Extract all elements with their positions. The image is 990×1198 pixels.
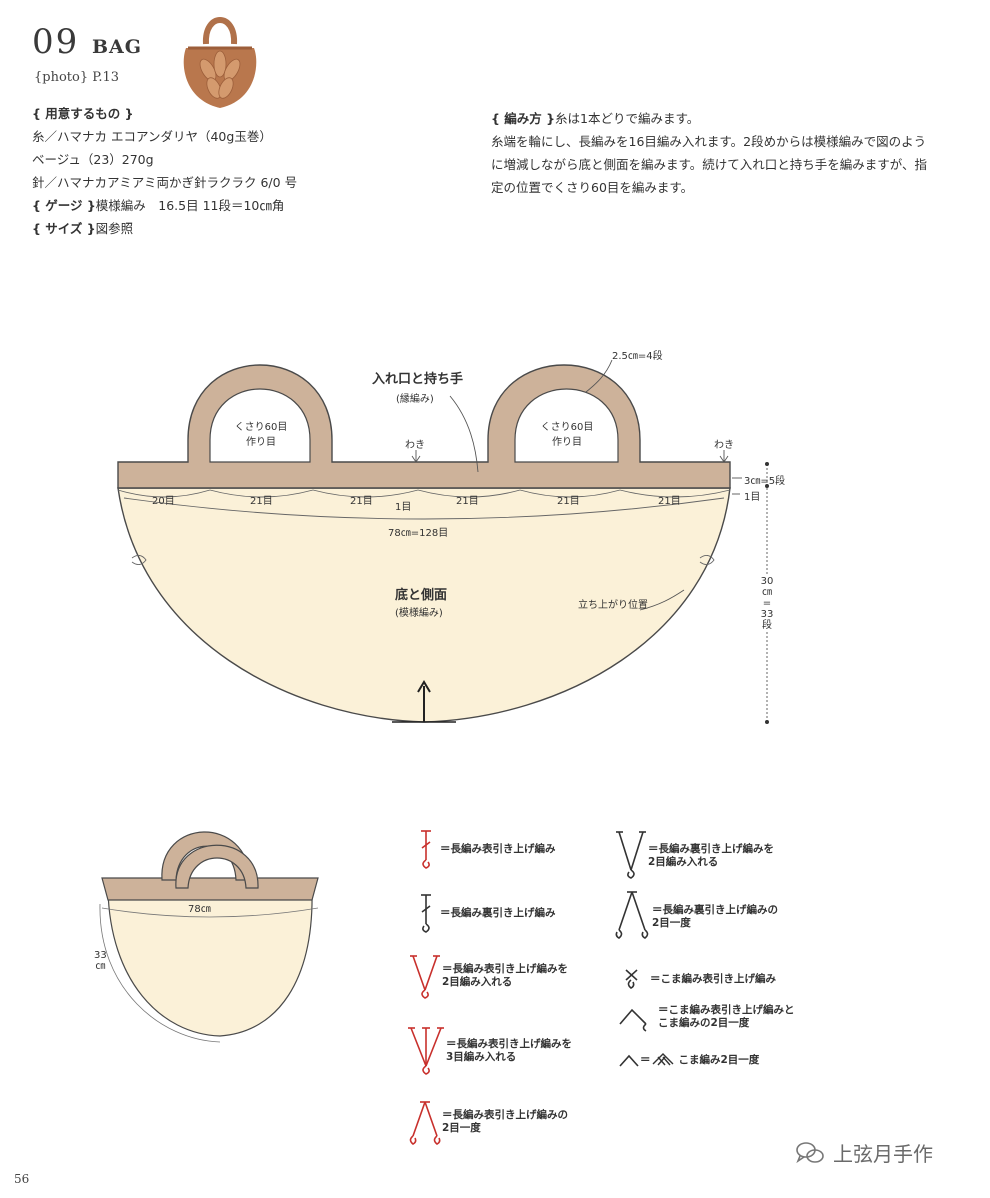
materials-block: { 用意するもの } 糸／ハマナカ エコアンダリヤ（40g玉巻） ベージュ（23… [32, 102, 297, 240]
instructions-block: { 編み方 }糸は1本どりで編みます。 糸端を輪にし、長編みを16目編み入れます… [491, 107, 931, 199]
materials-heading: { 用意するもの } [32, 106, 134, 121]
side-label-1: わき [405, 440, 425, 451]
fp-dc-2-together-icon [409, 1101, 441, 1145]
sc-decrease-alt-icon [652, 1053, 673, 1066]
bag-photo [183, 17, 257, 108]
bp-double-crochet-icon [421, 894, 431, 933]
side-label-2: わき [714, 440, 734, 451]
symbol-row-10: ＝ こま編み2目一度 [618, 1050, 759, 1070]
page-number: 56 [14, 1172, 30, 1186]
handle-title: 入れ口と持ち手 [372, 372, 464, 387]
bp-dc-2-together-icon [615, 891, 649, 939]
segment-label-4: 21目 [456, 496, 479, 507]
chain-label-right: くさり60目作り目 [540, 422, 594, 448]
instructions-body: 糸端を輪にし、長編みを16目編み入れます。2段めからは模様編みで図のように増減し… [491, 134, 928, 195]
size-value: 図参照 [95, 221, 134, 236]
symbol-row-9: ＝こま編み表引き上げ編みとこま編みの2目一度 [616, 1002, 795, 1032]
sc-decrease-icon [619, 1054, 639, 1067]
segment-marks [117, 489, 731, 520]
pattern-number: 09 [32, 22, 80, 62]
segment-label-5: 21目 [557, 496, 580, 507]
body-subtitle: (模様編み) [395, 608, 443, 619]
fp-dc-2-in-same-icon [410, 955, 440, 999]
side-loop-right [699, 555, 715, 565]
size-line: { サイズ }図参照 [32, 217, 297, 240]
handle-hole-right [514, 388, 619, 463]
finished-bag-illustration [99, 831, 319, 1043]
total-width-label: 78㎝=128目 [388, 528, 449, 539]
segment-label-3: 21目 [350, 496, 373, 507]
segment-label-6: 21目 [658, 496, 681, 507]
watermark-text: 上弦月手作 [833, 1142, 933, 1166]
fp-double-crochet-icon [421, 830, 431, 869]
symbol-row-1: ＝長編み表引き上げ編み [412, 828, 556, 870]
fp-dc-3-in-same-icon [408, 1027, 444, 1075]
gauge-value: 模様編み 16.5目 11段＝10㎝角 [95, 198, 285, 213]
one-row-label-center: 1目 [395, 502, 412, 513]
rim-height-label: 3㎝=5段 [744, 476, 786, 487]
symbol-row-8: ＝こま編み表引き上げ編み [620, 966, 776, 992]
symbol-text-9: ＝こま編み表引き上げ編みとこま編みの2目一度 [658, 1004, 795, 1029]
symbol-text-8: ＝こま編み表引き上げ編み [650, 972, 776, 985]
gauge-label: { ゲージ } [32, 198, 96, 213]
handle-subtitle: (縁編み) [396, 394, 434, 405]
handle-width-label: 2.5㎝=4段 [612, 351, 663, 362]
symbol-text-10: ＝ [640, 1053, 651, 1066]
symbol-text-2: ＝長編み裏引き上げ編み [440, 906, 556, 919]
bag-diagram [117, 359, 769, 724]
fp-single-crochet-icon [625, 969, 638, 989]
photo-reference: {photo} P.13 [34, 70, 120, 85]
chain-label-left: くさり60目作り目 [234, 422, 288, 448]
instructions-line-1: 糸は1本どりで編みます。 [555, 111, 700, 126]
needle-line: 針／ハマナカアミアミ両かぎ針ラクラク 6/0 号 [32, 175, 298, 190]
yarn-line-2: ベージュ（23）270g [32, 152, 154, 167]
symbol-text-1: ＝長編み表引き上げ編み [440, 842, 556, 855]
fp-sc-and-sc-decrease-icon [619, 1008, 647, 1032]
segment-label-2: 21目 [250, 496, 273, 507]
start-position-label: 立ち上がり位置 [578, 600, 648, 611]
one-row-label-right: 1目 [744, 492, 761, 503]
symbol-text-10b: こま編み2目一度 [678, 1053, 760, 1066]
symbol-row-2: ＝長編み裏引き上げ編み [412, 892, 556, 934]
gauge-line: { ゲージ }模様編み 16.5目 11段＝10㎝角 [32, 194, 297, 217]
side-loop-left [131, 555, 147, 565]
bp-dc-2-in-same-icon [616, 831, 646, 879]
segment-label-1: 20目 [152, 496, 175, 507]
wechat-icon [796, 1141, 824, 1163]
watermark: 上弦月手作 [795, 1138, 933, 1167]
yarn-line-1: 糸／ハマナカ エコアンダリヤ（40g玉巻） [32, 129, 272, 144]
finished-width-label: 78㎝ [188, 904, 211, 915]
body-title: 底と側面 [395, 588, 448, 603]
instructions-label: { 編み方 } [491, 111, 556, 126]
handle-hole-left [209, 388, 311, 463]
size-label: { サイズ } [32, 221, 96, 236]
pattern-title: BAG [92, 36, 143, 58]
